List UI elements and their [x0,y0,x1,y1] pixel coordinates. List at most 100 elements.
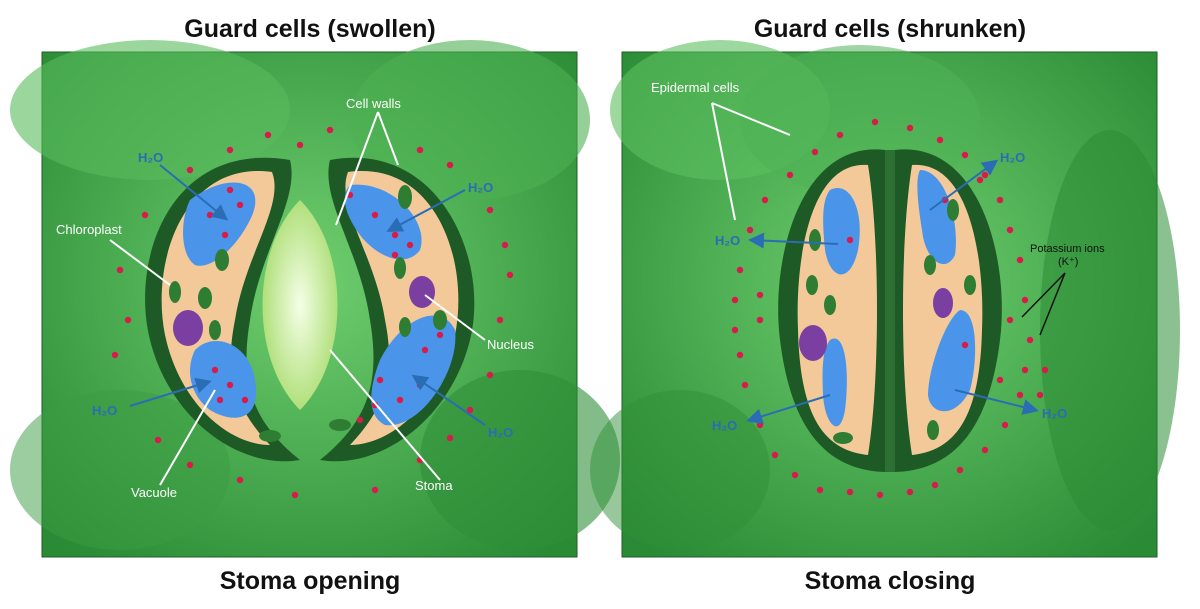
ion-dot [736,351,744,359]
ion-dot [326,126,334,134]
ion-dot [816,486,824,494]
ion-dot [236,201,244,209]
label-h2o: H₂O [92,403,117,418]
ion-dot [1001,421,1009,429]
ion-dot [501,241,509,249]
ion-dot [506,271,514,279]
ion-dot [211,366,219,374]
left-title: Guard cells (swollen) [184,15,435,43]
right-title: Guard cells (shrunken) [754,15,1026,43]
ion-dot [186,166,194,174]
ion-dot [981,171,989,179]
ion-dot [391,231,399,239]
label-potassium-ions: Potassium ions [1030,243,1105,255]
ion-dot [976,176,984,184]
ion-dot [961,341,969,349]
ion-dot [396,396,404,404]
ion-dot [264,131,272,139]
ion-dot [731,326,739,334]
ion-dot [756,291,764,299]
ion-dot [996,376,1004,384]
ion-dot [236,476,244,484]
ion-dot [446,161,454,169]
nucleus [173,310,203,346]
ion-dot [1016,391,1024,399]
ion-dot [811,148,819,156]
ion-dot [936,136,944,144]
ion-dot [836,131,844,139]
chloroplasts [169,185,447,442]
right-panel: Epidermal cells Potassium ions (K⁺) H₂O … [590,40,1180,558]
ion-dot [356,416,364,424]
right-caption: Stoma closing [805,567,976,595]
label-cell-walls: Cell walls [346,96,401,111]
ion-dot [871,118,879,126]
ion-dot [221,231,229,239]
ion-dot [736,266,744,274]
chloroplasts [806,199,976,444]
epidermal-cell [420,370,620,550]
ion-dot [931,481,939,489]
ion-dot [291,491,299,499]
label-h2o: H₂O [488,425,513,440]
vacuole [190,341,257,418]
ion-dot [961,151,969,159]
ion-dot [761,196,769,204]
ion-dot [981,446,989,454]
ion-dot [141,211,149,219]
ion-dot [421,346,429,354]
label-h2o: H₂O [715,233,740,248]
ion-dot [846,236,854,244]
label-potassium-symbol: (K⁺) [1058,256,1078,268]
stoma-pore [262,200,338,410]
ion-dot [771,451,779,459]
nucleus [799,325,827,361]
ion-pointer-lines [1021,272,1066,336]
label-h2o: H₂O [468,180,493,195]
ion-dot [296,141,304,149]
epidermal-cell [590,390,770,550]
label-lines [109,111,486,486]
potassium-ions [111,126,514,499]
epidermal-cell [1040,130,1180,530]
ion-dot [791,471,799,479]
ion-dot [906,488,914,496]
ion-dot [906,124,914,132]
ion-dot [206,211,214,219]
label-h2o: H₂O [712,418,737,433]
label-nucleus: Nucleus [487,337,534,352]
epidermal-cell [10,40,290,180]
vacuole [371,315,456,426]
ion-dot [731,296,739,304]
label-lines [711,102,791,221]
left-caption: Stoma opening [220,567,401,595]
ion-dot [226,146,234,154]
ion-dot [956,466,964,474]
ion-dot [1026,336,1034,344]
ion-dot [746,226,754,234]
ion-dot [786,171,794,179]
label-h2o: H₂O [138,150,163,165]
epidermal-cell [350,40,590,200]
ion-dot [216,396,224,404]
vacuole [822,338,847,427]
ion-dot [371,211,379,219]
water-arrows [129,164,486,426]
ion-dot [756,316,764,324]
ion-dot [376,376,384,384]
ion-dot [756,421,764,429]
ion-dot [226,381,234,389]
vacuole [823,188,860,275]
ion-dot [154,436,162,444]
water-arrows [746,159,1039,425]
ion-dot [416,146,424,154]
ion-dot [124,316,132,324]
ion-dot [466,406,474,414]
ion-dot [1041,366,1049,374]
ion-dot [116,266,124,274]
ion-dot [446,434,454,442]
ion-dot [876,491,884,499]
ion-dot [1006,226,1014,234]
ion-dot [226,186,234,194]
